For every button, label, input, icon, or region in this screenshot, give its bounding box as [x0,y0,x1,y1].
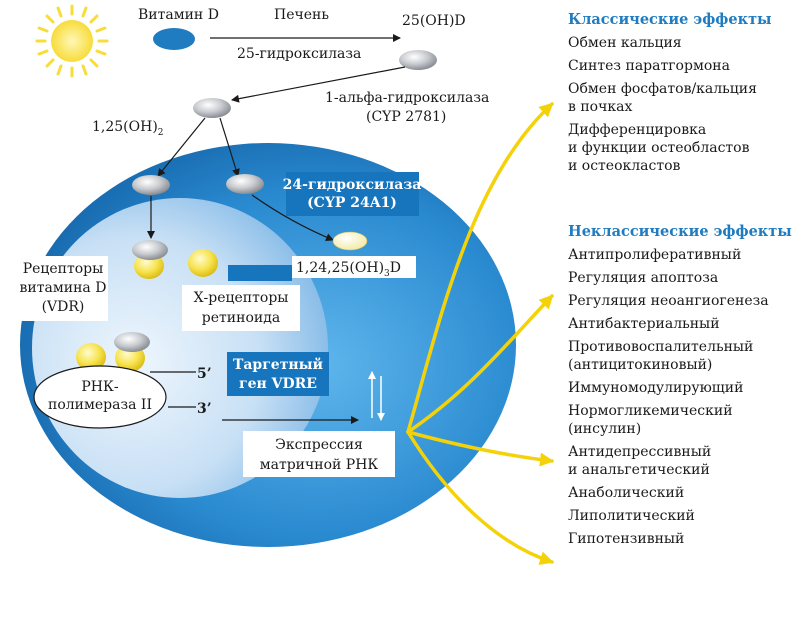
vdr-label-line2: витамина D [20,280,107,296]
target-gene-box [227,352,329,396]
product-label-bg [292,256,416,278]
arrow-to-product [251,194,334,241]
cyp24a1-label: (CYP 24A1) [307,195,397,211]
nonclassic-effect-item: Гипотензивный [568,531,685,547]
complex-yellow-left [76,343,106,371]
arrow-to-hydroxylase-24 [219,117,240,177]
cytoplasm-molecule-right [226,174,264,194]
rxr-label-line2: ретиноида [202,310,280,326]
five-prime-label: 5’ [197,366,212,382]
product-label: 1,24,25(OH)3D [296,260,401,279]
vdr-molecule [134,253,164,279]
arrow-kidney [231,66,406,103]
alpha-hydroxylase-label: 1-альфа-гидроксилаза [325,90,489,106]
liver-label: Печень [274,7,329,23]
classic-effect-item: Обмен фосфатов/кальция в почках [568,81,757,115]
rna-polymerase-label-line1: РНК- [81,379,118,395]
mrna-label-line1: Экспрессия [275,437,363,453]
vdr-label-line1: Рецепторы [23,261,104,277]
nonclassic-effect-item: Нормогликемический (инсулин) [568,403,733,437]
rxr-label-line1: Х-рецепторы [194,290,289,306]
nonclassic-effect-item: Антидепрессивный и анальгетический [568,444,712,478]
classic-effects-heading: Классические эффекты [568,11,772,28]
effect-arrow-classic [406,102,554,434]
mrna-box [243,431,395,477]
cyp2781-label: (CYP 2781) [366,109,446,125]
hydroxylase-24-box [286,172,419,216]
nonclassic-effect-item: Антибактериальный [568,316,720,332]
nonclassic-effect-item: Регуляция неоангиогенеза [568,293,769,309]
effect-arrow-nonclassic-2 [406,430,554,467]
nonclassic-effect-item: Регуляция апоптоза [568,270,719,286]
mrna-label-line2: матричной РНК [260,457,379,473]
nonclassic-effect-item: Иммуномодулирующий [568,380,744,396]
nonclassic-effect-item: Антипролиферативный [568,247,742,263]
nonclassic-effects-panel: Неклассические эффекты Антипролиферативн… [568,222,798,548]
target-gene-label-line1: Таргетный [233,356,323,373]
nonclassic-effect-item: Липолитический [568,508,695,524]
rxr-molecule [188,249,218,277]
rna-polymerase-label-line2: полимераза II [48,397,152,413]
target-gene-label-line2: ген VDRE [239,376,317,392]
complex-ligand [114,332,150,352]
calcitriol-molecule [193,98,231,118]
product-molecule [332,231,368,251]
calcidiol-molecule [399,50,437,70]
hydroxylase-25-label: 25-гидроксилаза [237,46,361,62]
classic-effect-item: Обмен кальция [568,35,682,51]
vdr-label-bg [18,256,108,321]
vitamin-d-molecule [153,28,195,50]
hydroxylase-24-label: 24-гидроксилаза [283,177,422,193]
classic-effect-item: Синтез паратгормона [568,58,730,74]
nonclassic-effect-item: Анаболический [568,485,685,501]
calcidiol-label: 25(OH)D [402,13,466,29]
vitamin-d-label: Витамин D [138,7,219,23]
classic-effects-panel: Классические эффекты Обмен кальция Синте… [568,10,798,175]
rxr-label-bg [182,285,300,331]
nonclassic-effect-item: Противовоспалительный (антицитокиновый) [568,339,754,373]
effect-arrows [406,102,554,565]
calcitriol-label: 1,25(OH)2 [92,119,164,138]
cytoplasm-molecule-left [132,175,170,195]
rna-polymerase [33,365,167,429]
arrow-to-receptor [157,117,206,177]
nonclassic-effects-heading: Неклассические эффекты [568,223,792,240]
effect-arrow-nonclassic-3 [406,430,554,565]
vdr-label-line3: (VDR) [42,299,85,315]
rxr-connector [228,265,292,281]
effect-arrow-nonclassic-1 [406,294,554,434]
classic-effect-item: Дифференцировка и функции остеобластов и… [568,122,750,174]
sun-icon [35,4,109,78]
vdr-bound-ligand [132,240,168,260]
three-prime-label: 3’ [197,401,212,417]
